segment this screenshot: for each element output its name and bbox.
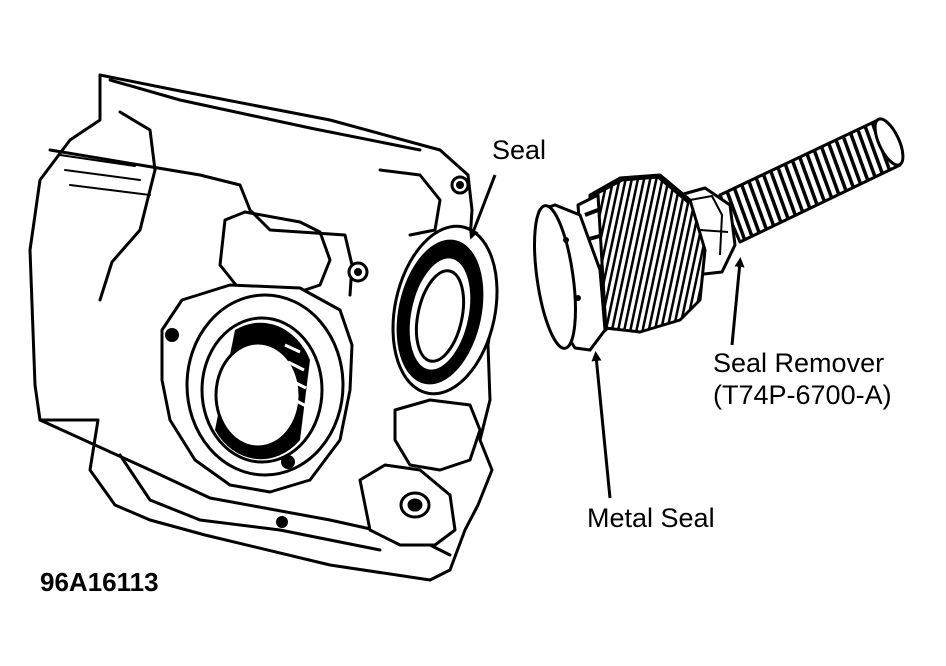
case-left-panel bbox=[48, 148, 354, 297]
case-lower-rib bbox=[118, 453, 382, 552]
case-flange bbox=[218, 210, 332, 297]
metal-seal-label: Metal Seal bbox=[587, 503, 715, 533]
case-shading bbox=[59, 154, 151, 196]
case-rib bbox=[98, 110, 157, 302]
case-seal-bore bbox=[391, 224, 499, 396]
case-top-ridge bbox=[108, 78, 422, 152]
seal-leader-arrow bbox=[469, 174, 497, 240]
seal-label: Seal bbox=[492, 135, 547, 165]
threaded-rod bbox=[718, 118, 902, 244]
tool-body bbox=[588, 173, 707, 334]
leader-arrows bbox=[469, 174, 745, 499]
output-flange bbox=[160, 261, 369, 494]
seal-remover-label-line2: (T74P-6700-A) bbox=[713, 380, 892, 410]
seal-remover-label-line1: Seal Remover bbox=[713, 348, 885, 378]
metal-seal-leader-arrow bbox=[591, 351, 612, 499]
seal-remover-leader-arrow bbox=[730, 257, 745, 346]
metal-seal bbox=[533, 203, 607, 352]
seal-remover-tool bbox=[576, 117, 905, 340]
case-tab bbox=[378, 168, 442, 237]
figure-code: 96A16113 bbox=[40, 567, 159, 597]
